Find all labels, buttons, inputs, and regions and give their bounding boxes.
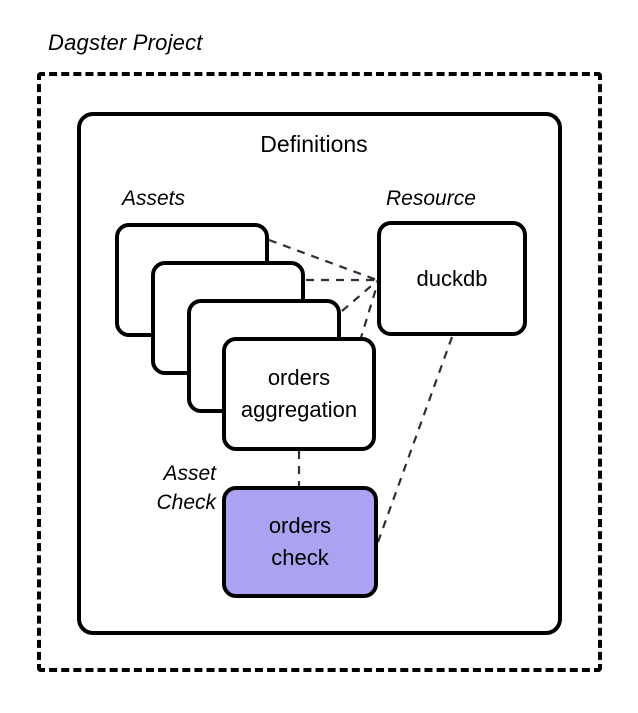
asset-check-label-line-1: Asset (163, 462, 216, 485)
project-boundary (37, 72, 602, 672)
asset-check-group-label: Asset Check (120, 459, 216, 518)
resource-card-label: duckdb (416, 265, 488, 291)
asset-check-card-label-line-1: orders (268, 513, 332, 539)
assets-group-label: Assets (122, 187, 186, 210)
asset-check-label-line-2: Check (156, 491, 216, 515)
asset-card-orders-aggregation[interactable]: orders aggregation (222, 337, 376, 451)
definitions-label: Definitions (0, 131, 638, 158)
resource-card-duckdb[interactable]: duckdb (377, 221, 527, 336)
definitions-label-text: Definitions (260, 131, 368, 157)
asset-check-card-orders-check[interactable]: orders check (222, 486, 378, 598)
asset-check-card-label-line-2: check (271, 545, 329, 570)
asset-card-label-line-1: orders (267, 365, 331, 391)
resource-group-label: Resource (386, 187, 476, 210)
asset-card-label-line-2: aggregation (240, 397, 358, 422)
project-title: Dagster Project (48, 30, 203, 55)
